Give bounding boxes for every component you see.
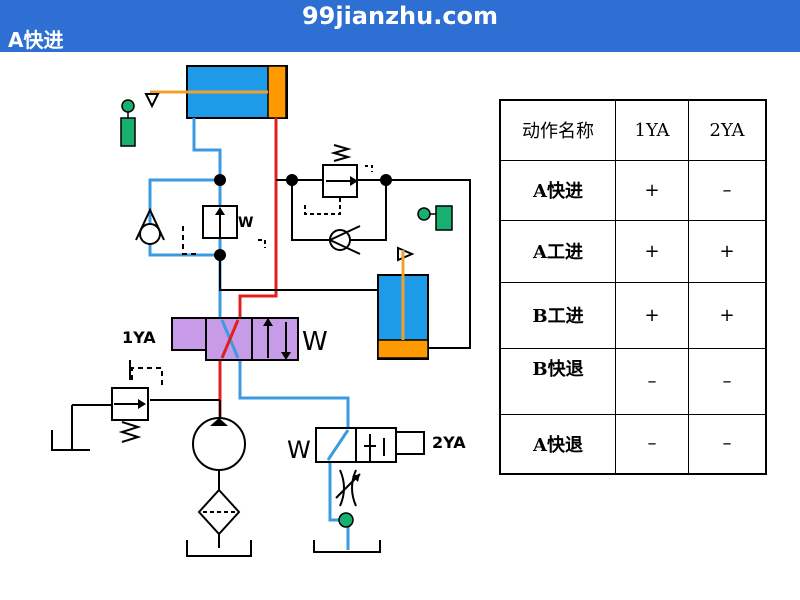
pump-icon — [192, 417, 246, 490]
table-row: A快退 – – — [499, 413, 767, 475]
cylinder-b — [377, 250, 429, 360]
row-2ya-state: + — [688, 219, 767, 283]
junction-dots — [214, 174, 392, 261]
cylinder-a — [150, 65, 288, 119]
cam-trigger-b — [397, 246, 415, 262]
row-2ya-state: – — [688, 159, 767, 221]
table-row: A快进 + – — [499, 159, 767, 221]
sensor-dot-icon — [338, 512, 354, 528]
table-row: A工进 + + — [499, 219, 767, 283]
table-header-cell: 1YA — [615, 99, 689, 161]
throttle-valve-icon — [335, 469, 361, 507]
row-2ya-state: + — [688, 281, 767, 349]
row-1ya-state: + — [615, 159, 689, 221]
filter-icon — [186, 488, 252, 557]
row-action-name: A快进 — [499, 159, 616, 221]
row-2ya-state: – — [688, 347, 767, 415]
spring-label-2ya: W — [287, 436, 311, 464]
black-lines — [51, 179, 471, 451]
pressure-lines — [218, 118, 278, 420]
row-1ya-state: – — [615, 347, 689, 415]
watermark: 99jianzhu.com — [301, 2, 499, 30]
row-action-name: A快退 — [499, 413, 616, 475]
limit-sensor-b-icon — [417, 205, 453, 231]
row-1ya-state: + — [615, 219, 689, 283]
table-row: B工进 + + — [499, 281, 767, 349]
table-header-row: 动作名称 1YA 2YA — [499, 99, 767, 161]
pressure-valve-top-icon — [304, 144, 373, 215]
directional-valve-1ya — [171, 317, 299, 361]
solenoid-label-2ya: 2YA — [432, 433, 466, 452]
spring-label-middle: W — [238, 215, 253, 231]
row-action-name: B快退 — [499, 347, 616, 415]
check-valve-left-icon — [135, 207, 165, 245]
directional-valve-2ya — [315, 427, 425, 463]
relief-valve-icon — [111, 367, 163, 443]
row-2ya-state: – — [688, 413, 767, 475]
row-1ya-state: – — [615, 413, 689, 475]
table-row: B快退 – – — [499, 347, 767, 415]
tank-right — [313, 540, 381, 553]
row-action-name: A工进 — [499, 219, 616, 283]
hydraulic-circuit-diagram: W 1YA W — [51, 65, 471, 557]
limit-sensor-a-icon — [120, 99, 136, 147]
row-action-name: B工进 — [499, 281, 616, 349]
solenoid-label-1ya: 1YA — [122, 328, 156, 347]
pressure-valve-middle-icon — [182, 205, 266, 255]
row-1ya-state: + — [615, 281, 689, 349]
header-bar — [0, 0, 800, 52]
cam-trigger-a — [144, 93, 160, 109]
table-header-cell: 动作名称 — [499, 99, 616, 161]
spring-label-1ya: W — [302, 327, 328, 357]
check-valve-right-icon — [327, 225, 361, 255]
action-table: 动作名称 1YA 2YA A快进 + – A工进 + + B工进 + + B快退… — [499, 99, 767, 475]
table-header-cell: 2YA — [688, 99, 767, 161]
page-title: A快进 — [8, 28, 64, 52]
